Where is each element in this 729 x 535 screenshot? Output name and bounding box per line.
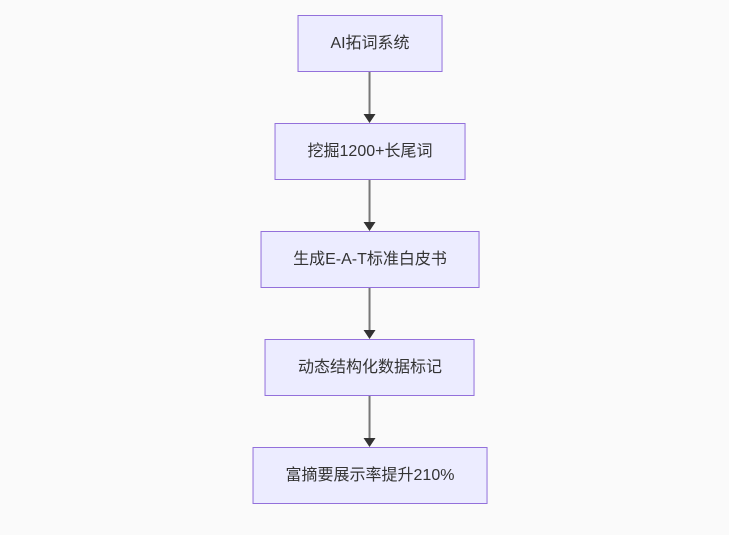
arrow-down-icon xyxy=(364,114,376,123)
arrow-down-icon xyxy=(364,222,376,231)
flow-node-3-label: 生成E-A-T标准白皮书 xyxy=(293,250,447,268)
flowchart: AI拓词系统 挖掘1200+长尾词 生成E-A-T标准白皮书 动态结构化数据标记 xyxy=(252,15,488,504)
flow-node-4: 动态结构化数据标记 xyxy=(264,339,475,396)
flow-node-5: 富摘要展示率提升210% xyxy=(252,447,488,504)
edge-connector-3 xyxy=(364,288,376,339)
edge-line xyxy=(369,180,371,222)
flow-node-1-label: AI拓词系统 xyxy=(330,34,410,52)
flow-node-1: AI拓词系统 xyxy=(297,15,443,72)
edge-line xyxy=(369,288,371,330)
arrow-down-icon xyxy=(364,438,376,447)
flow-node-2-label: 挖掘1200+长尾词 xyxy=(307,142,433,160)
edge-connector-1 xyxy=(364,72,376,123)
flow-node-4-label: 动态结构化数据标记 xyxy=(297,358,442,376)
edge-connector-2 xyxy=(364,180,376,231)
arrow-down-icon xyxy=(364,330,376,339)
edge-connector-4 xyxy=(364,396,376,447)
flow-node-5-label: 富摘要展示率提升210% xyxy=(285,466,455,484)
edge-line xyxy=(369,396,371,438)
flow-node-3: 生成E-A-T标准白皮书 xyxy=(260,231,480,288)
flow-node-2: 挖掘1200+长尾词 xyxy=(274,123,466,180)
edge-line xyxy=(369,72,371,114)
